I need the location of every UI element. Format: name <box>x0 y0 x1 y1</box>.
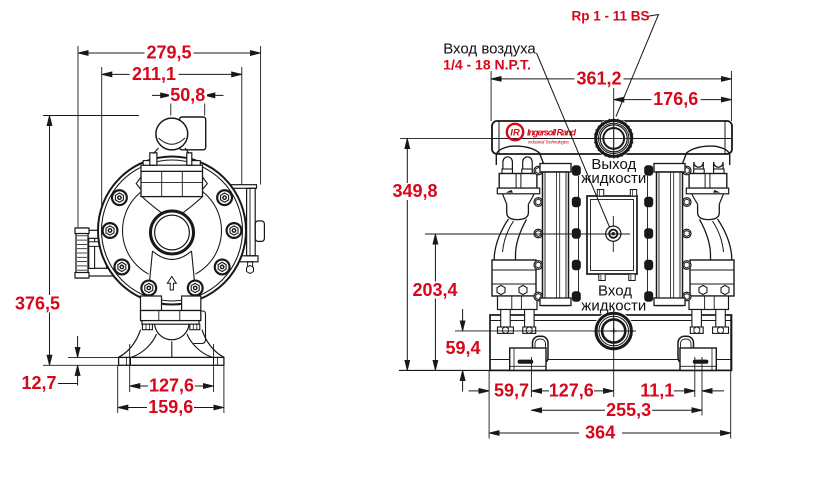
svg-text:176,6: 176,6 <box>653 89 698 109</box>
svg-text:159,6: 159,6 <box>148 397 193 417</box>
svg-text:279,5: 279,5 <box>146 43 191 63</box>
svg-text:203,4: 203,4 <box>412 280 457 300</box>
svg-text:Ingersoll Rand: Ingersoll Rand <box>527 128 577 138</box>
svg-text:Rp 1 - 11 BS: Rp 1 - 11 BS <box>571 9 649 24</box>
svg-text:1/4 - 18 N.P.T.: 1/4 - 18 N.P.T. <box>443 57 531 73</box>
svg-text:50,8: 50,8 <box>170 85 205 105</box>
svg-text:364: 364 <box>585 422 615 442</box>
svg-text:59,4: 59,4 <box>445 338 480 358</box>
svg-text:12,7: 12,7 <box>21 373 56 393</box>
svg-text:11,1: 11,1 <box>640 380 674 400</box>
svg-text:211,1: 211,1 <box>132 64 176 84</box>
svg-text:жидкости: жидкости <box>581 170 646 187</box>
svg-text:Вход воздуха: Вход воздуха <box>443 41 536 58</box>
svg-text:Выход: Выход <box>591 156 636 173</box>
svg-text:127,6: 127,6 <box>549 380 594 400</box>
svg-text:361,2: 361,2 <box>576 68 621 88</box>
svg-text:349,8: 349,8 <box>392 181 437 201</box>
svg-text:IR: IR <box>510 128 520 139</box>
svg-text:Вход: Вход <box>598 283 632 300</box>
svg-text:Industrial Technologies: Industrial Technologies <box>528 140 570 145</box>
svg-text:59,7: 59,7 <box>494 380 529 400</box>
svg-text:жидкости: жидкости <box>581 298 646 315</box>
svg-text:255,3: 255,3 <box>606 400 651 420</box>
svg-text:376,5: 376,5 <box>15 294 60 314</box>
svg-text:127,6: 127,6 <box>149 376 194 396</box>
